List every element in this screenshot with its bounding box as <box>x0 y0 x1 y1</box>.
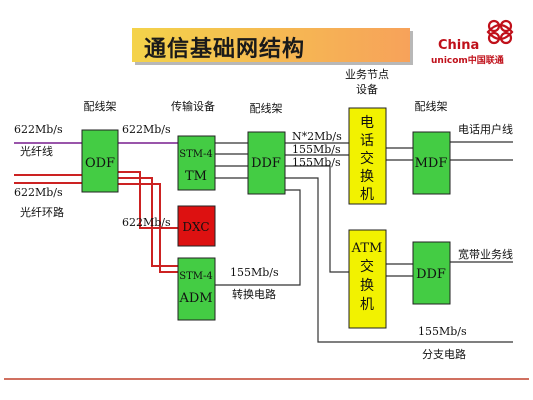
rate-155-a: 155Mb/s <box>292 143 341 156</box>
header-chuanshu: 传输设备 <box>171 99 215 113</box>
rate-n2: N*2Mb/s <box>292 130 342 143</box>
phone-switch-char-1: 电 <box>360 115 374 131</box>
mdf-label: MDF <box>415 156 448 171</box>
odf-label: ODF <box>85 156 115 171</box>
ddf-right-box <box>412 241 451 305</box>
broadband-line-label: 宽带业务线 <box>458 247 513 261</box>
atm-switch-char-4: 机 <box>360 297 374 313</box>
rate-155-branch: 155Mb/s <box>418 325 467 338</box>
ddf-atm-line <box>285 165 349 273</box>
stm-tm-bottom-label: TM <box>185 169 207 184</box>
bottom-divider <box>4 378 529 380</box>
stm-tm-top-label: STM-4 <box>179 149 213 160</box>
rate-mid-dxc: 622Mb/s <box>122 216 171 229</box>
dxc-box <box>177 205 216 247</box>
rate-left-bottom: 622Mb/s <box>14 186 63 199</box>
stm-adm-bottom-label: ADM <box>178 291 212 306</box>
mdf-box <box>412 131 451 195</box>
header-yewu-line2: 设备 <box>356 82 378 96</box>
header-peixianjia-left: 配线架 <box>84 99 117 113</box>
rate-left-top: 622Mb/s <box>14 123 63 136</box>
stm-adm-box <box>177 257 216 321</box>
odf-box <box>81 129 119 193</box>
phone-switch-char-4: 换 <box>360 168 374 185</box>
rate-155-b: 155Mb/s <box>292 156 341 169</box>
logo-china-text: China <box>438 38 480 53</box>
ddf-right-label: DDF <box>416 267 446 282</box>
china-unicom-logo-icon <box>486 19 514 45</box>
atm-switch-box <box>348 229 387 329</box>
branch-line <box>285 177 513 343</box>
adm-ddf-line <box>215 189 301 286</box>
header-peixianjia-mid: 配线架 <box>250 101 283 115</box>
phone-user-line-label: 电话用户线 <box>458 122 513 136</box>
phone-switch-box <box>348 107 387 205</box>
ddf-mid-label: DDF <box>251 156 281 171</box>
conversion-circuit-label: 转换电路 <box>232 287 276 301</box>
fiber-ring-label: 光纤环路 <box>20 205 64 219</box>
atm-switch-char-3: 换 <box>360 277 374 294</box>
odf-adm-line-1 <box>118 177 178 267</box>
logo-unicom-text: unicom中国联通 <box>431 56 504 66</box>
ddf-mid-box <box>247 131 286 195</box>
dxc-label: DXC <box>182 220 209 234</box>
rate-155-adm: 155Mb/s <box>230 266 279 279</box>
atm-switch-char-1: ATM <box>351 241 383 256</box>
odf-adm-line-2 <box>118 183 178 273</box>
fiber-label: 光纤线 <box>20 144 53 158</box>
header-yewu-line1: 业务节点 <box>345 68 389 81</box>
phone-switch-char-5: 机 <box>360 187 374 203</box>
branch-circuit-label: 分支电路 <box>422 348 466 361</box>
stm-adm-top-label: STM-4 <box>179 271 213 282</box>
rate-mid-top: 622Mb/s <box>122 123 171 136</box>
atm-switch-char-2: 交 <box>360 258 374 275</box>
connection-lines <box>14 141 513 343</box>
title-bar: 通信基础网结构 <box>132 28 410 62</box>
stm-tm-box <box>177 135 216 191</box>
page-title: 通信基础网结构 <box>144 37 306 62</box>
header-peixianjia-right: 配线架 <box>415 99 448 113</box>
phone-switch-char-3: 交 <box>360 150 374 167</box>
phone-switch-char-2: 话 <box>360 133 374 149</box>
